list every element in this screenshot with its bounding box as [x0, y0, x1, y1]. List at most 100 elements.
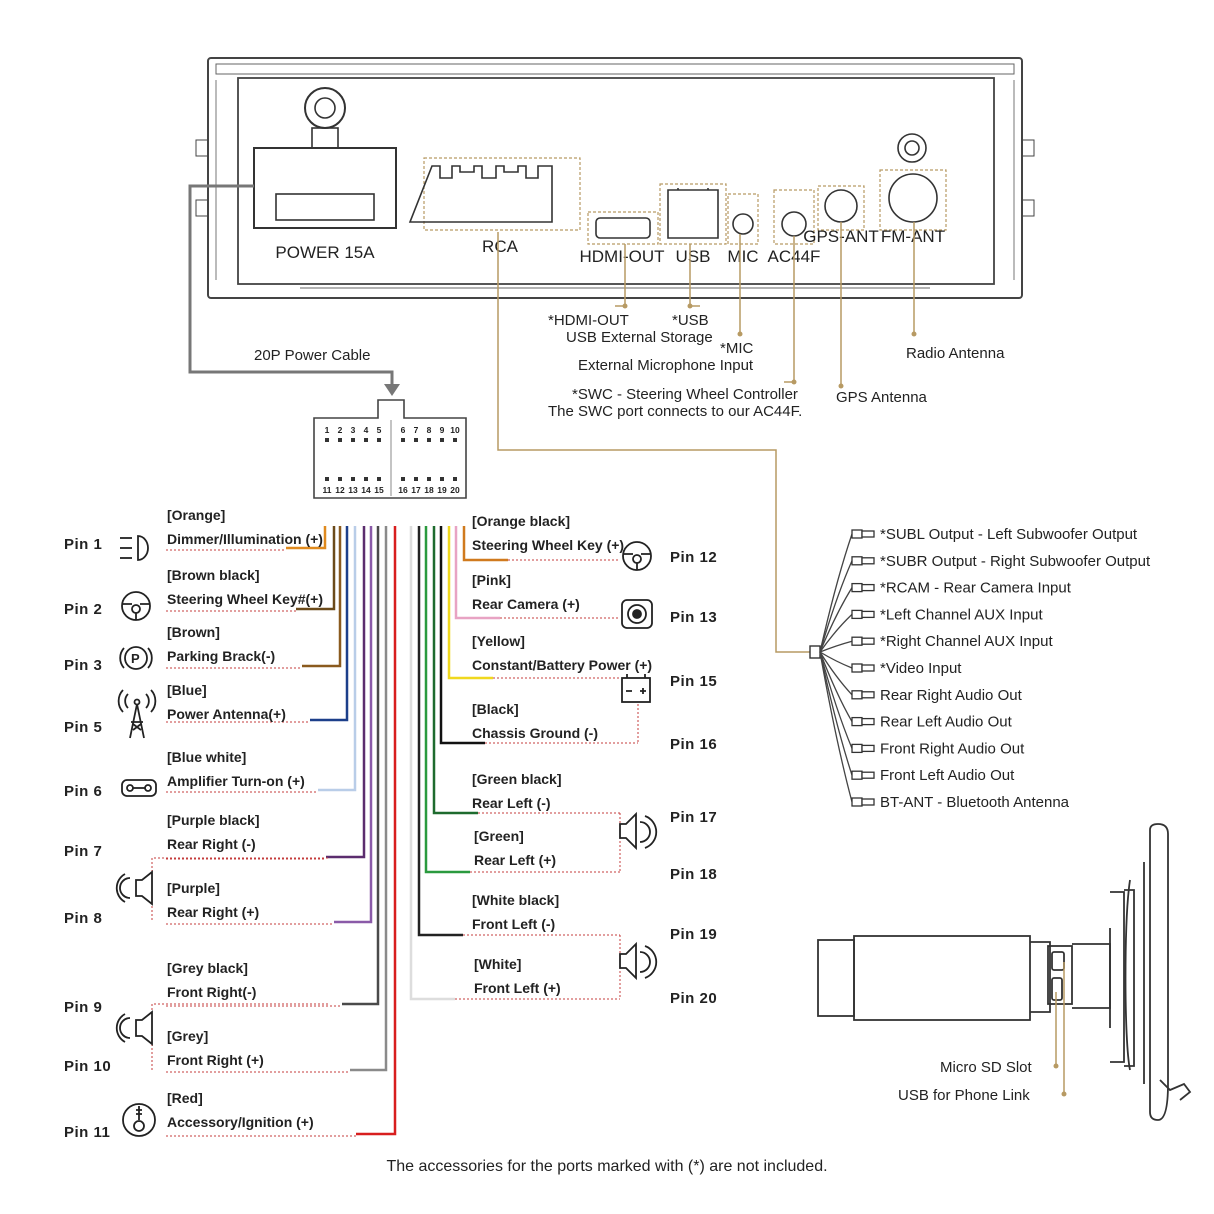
wire — [454, 526, 500, 620]
rca-plug-tip — [861, 691, 875, 699]
rca-plug-tip — [861, 583, 875, 592]
rca-cable — [819, 613, 853, 653]
rca-cable — [819, 533, 853, 653]
rca-plug-icon — [851, 690, 863, 700]
connector-pin — [453, 477, 457, 481]
power-port-label: POWER 15A — [275, 243, 375, 262]
rca-cable — [819, 587, 853, 653]
swc-callout-desc: The SWC port connects to our AC44F. — [548, 403, 802, 420]
wire-function-label: Chassis Ground (-) — [472, 725, 598, 741]
connector-pin-number: 15 — [374, 485, 384, 495]
diagram-canvas: POWER 15A RCA HDMI-OUT USB MIC — [64, 57, 1192, 1141]
wire-function-label: Rear Left (-) — [472, 795, 551, 811]
wire-color-label: [Blue white] — [167, 749, 246, 765]
wire — [432, 526, 478, 815]
pin-number: Pin 7 — [64, 843, 102, 860]
connector-pin — [325, 438, 329, 442]
left-icons: P — [115, 535, 157, 1137]
wire — [447, 526, 493, 680]
pin-number: Pin 13 — [670, 609, 717, 626]
wire — [302, 526, 342, 668]
rca-plug-icon — [851, 529, 863, 539]
connector-pin-number: 20 — [450, 485, 460, 495]
pin-number: Pin 12 — [670, 549, 717, 566]
rca-cable — [819, 651, 853, 803]
wire — [286, 526, 327, 550]
pin-number: Pin 19 — [670, 926, 717, 943]
dashed-bracket — [151, 857, 328, 922]
connector-pin — [364, 438, 368, 442]
swc-callout-title: *SWC - Steering Wheel Controller — [572, 386, 798, 403]
rca-cable — [819, 651, 853, 749]
connector-pin-number: 17 — [411, 485, 421, 495]
connector-pin-number: 8 — [427, 425, 432, 435]
wire-color-label: [Pink] — [472, 572, 511, 588]
rca-plug-icon — [851, 556, 863, 566]
connector-pin — [401, 477, 405, 481]
connector-pin-number: 2 — [338, 425, 343, 435]
wire-color-label: [Purple black] — [167, 812, 260, 828]
connector-pin-number: 10 — [450, 425, 460, 435]
usb-port-label: USB — [676, 247, 711, 266]
connector-pin — [453, 438, 457, 442]
fm-port: FM-ANT — [879, 133, 947, 246]
rca-cable — [819, 640, 853, 653]
wire-function-label: Rear Right (+) — [167, 904, 259, 920]
connector-pin-number: 1 — [325, 425, 330, 435]
connector-pin — [338, 477, 342, 481]
rca-plug-tip — [861, 744, 875, 753]
rca-plug-tip — [861, 771, 875, 779]
connector-pin — [351, 438, 355, 442]
rca-plug-icon — [851, 743, 863, 754]
pin-number: Pin 11 — [64, 1124, 110, 1141]
wire-function-label: Dimmer/Illumination (+) — [167, 531, 323, 547]
hdmi-callout-title: *HDMI-OUT — [548, 312, 629, 329]
connector-pin-number: 9 — [440, 425, 445, 435]
svg-text:P: P — [131, 651, 140, 666]
pin-number: Pin 1 — [64, 536, 102, 553]
antenna-icon — [117, 689, 157, 739]
usb-phone-label: USB for Phone Link — [898, 1087, 1030, 1104]
rca-output-label: Front Right Audio Out — [880, 740, 1025, 757]
rca-plug-icon — [851, 609, 863, 620]
steering-wheel-icon — [121, 591, 151, 621]
connector-pin-number: 19 — [437, 485, 447, 495]
wire-color-label: [Brown] — [167, 624, 220, 640]
steering-wheel-icon — [622, 541, 652, 571]
wire — [439, 526, 485, 745]
camera-icon — [621, 599, 653, 629]
mic-callout-desc: External Microphone Input — [578, 357, 754, 374]
battery-icon — [621, 674, 651, 703]
connector-pin-number: 3 — [351, 425, 356, 435]
wire-color-label: [Yellow] — [472, 633, 525, 649]
speaker-icon — [115, 870, 153, 906]
ignition-key-icon — [122, 1103, 156, 1137]
wire-function-label: Steering Wheel Key#(+) — [167, 591, 323, 607]
amplifier-icon — [121, 779, 157, 797]
wire-color-label: [Green black] — [472, 771, 561, 787]
wire — [342, 526, 380, 1006]
connector-pin-number: 16 — [398, 485, 408, 495]
connector-pin-number: 6 — [401, 425, 406, 435]
callout-texts: *HDMI-OUT *USB USB External Storage *MIC… — [548, 312, 1005, 420]
rca-output-label: *SUBL Output - Left Subwoofer Output — [880, 526, 1138, 543]
side-view — [817, 823, 1192, 1121]
pin-number: Pin 5 — [64, 719, 102, 736]
power-cable-label: 20P Power Cable — [254, 347, 370, 364]
rca-plug-tip — [861, 557, 875, 565]
rca-plug-tip — [861, 610, 875, 619]
wire — [462, 526, 508, 562]
right-pin-labels: Pin 12[Orange black]Steering Wheel Key (… — [472, 513, 717, 1007]
pin-number: Pin 17 — [670, 809, 717, 826]
wire-function-label: Rear Left (+) — [474, 852, 556, 868]
wire-color-label: [Blue] — [167, 682, 207, 698]
wire-function-label: Constant/Battery Power (+) — [472, 657, 652, 673]
usb-callout-title: *USB — [672, 312, 709, 329]
connector-pin-number: 18 — [424, 485, 434, 495]
pin-number: Pin 3 — [64, 657, 102, 674]
connector-pin — [377, 477, 381, 481]
power-port: POWER 15A — [253, 87, 397, 262]
connector-pin — [338, 438, 342, 442]
